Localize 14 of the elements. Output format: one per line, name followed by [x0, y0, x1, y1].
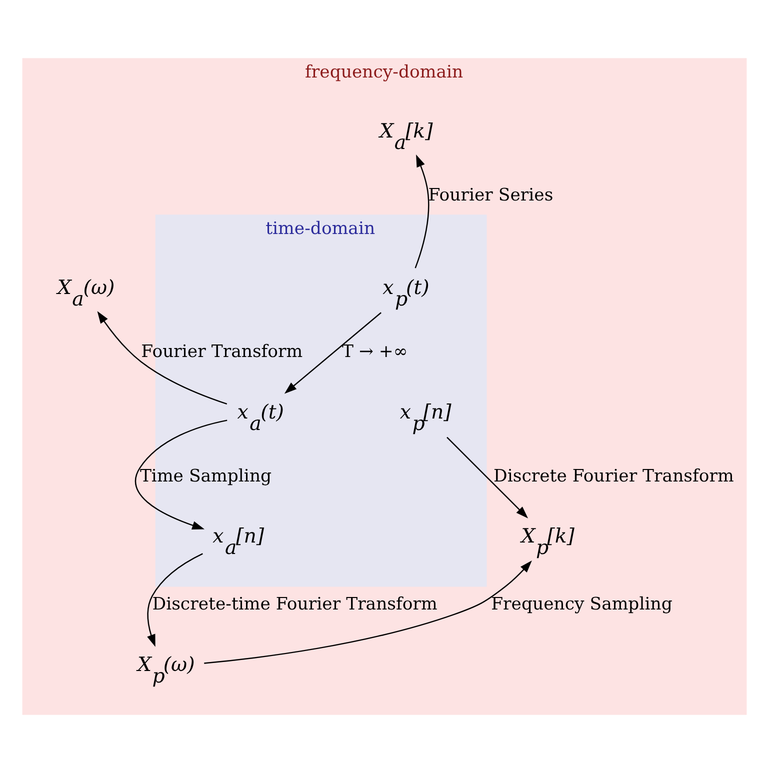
edge-label: Discrete-time Fourier Transform: [152, 594, 438, 615]
arrow: [284, 312, 382, 394]
arrow: [446, 436, 528, 518]
arrow: [414, 154, 430, 268]
edge-label: Fourier Series: [428, 186, 554, 206]
edge-label: T → +∞: [342, 342, 408, 362]
edge-label: Time Sampling: [140, 466, 272, 487]
arrow: [97, 311, 228, 405]
edge-label: Fourier Transform: [141, 342, 303, 362]
arrow: [147, 553, 203, 647]
edge-label: Frequency Sampling: [491, 594, 672, 615]
edge-label: Discrete Fourier Transform: [494, 466, 734, 487]
arrow: [134, 420, 228, 530]
arrow: [204, 560, 532, 664]
